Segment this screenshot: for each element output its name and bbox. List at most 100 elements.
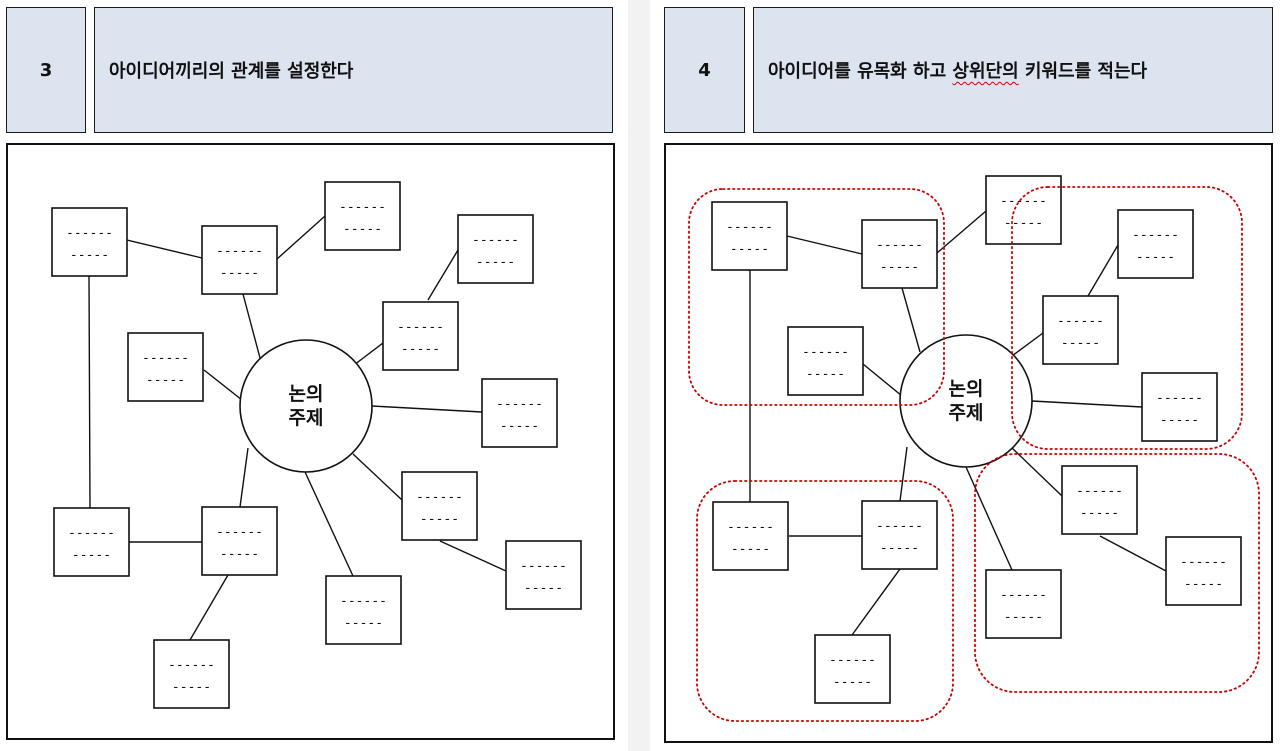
idea-card: ----------- — [401, 471, 478, 541]
idea-card: ----------- — [787, 326, 864, 396]
connector-line — [1087, 244, 1119, 297]
idea-card-placeholder: ----- — [731, 542, 770, 557]
idea-card-placeholder: ------ — [876, 519, 923, 534]
idea-card: ----------- — [861, 219, 938, 289]
connector-line — [1011, 332, 1044, 357]
idea-group-outline — [1011, 186, 1243, 450]
idea-card-placeholder: ----- — [1136, 250, 1175, 265]
idea-card-box — [382, 301, 459, 371]
idea-card: ----------- — [382, 301, 459, 371]
idea-card-box — [481, 378, 558, 448]
idea-card: ----------- — [985, 569, 1062, 639]
central-topic-label: 논의 — [949, 378, 984, 400]
step-title-label: 아이디어끼리의 관계를 설정한다 — [109, 61, 354, 82]
idea-card-placeholder: ------ — [876, 238, 923, 253]
connector-line — [242, 293, 261, 359]
idea-card-placeholder: ----- — [401, 342, 440, 357]
idea-card-placeholder: ------ — [1000, 194, 1047, 209]
idea-card-placeholder: ------ — [339, 200, 386, 215]
step-number-3: 3 — [6, 7, 86, 133]
central-topic-label: 주제 — [949, 402, 984, 424]
idea-card-box — [325, 575, 402, 645]
connector-line — [1011, 447, 1063, 497]
idea-card-placeholder: ----- — [524, 581, 563, 596]
central-topic-circle — [899, 334, 1033, 468]
idea-card-placeholder: ----- — [344, 616, 383, 631]
idea-card-placeholder: ------ — [520, 559, 567, 574]
idea-card-placeholder: ----- — [343, 222, 382, 237]
idea-card-placeholder: ----- — [500, 419, 539, 434]
idea-card-placeholder: ------ — [472, 233, 519, 248]
idea-card: ----------- — [201, 506, 278, 576]
idea-card-placeholder: ----- — [72, 548, 111, 563]
idea-card: ----------- — [1061, 465, 1138, 535]
idea-card-box — [153, 639, 230, 709]
idea-card-placeholder: ----- — [1004, 610, 1043, 625]
connector-line — [936, 210, 987, 254]
idea-card: ----------- — [1141, 372, 1218, 442]
idea-card: ----------- — [814, 634, 891, 704]
idea-card: ----------- — [1117, 209, 1194, 279]
idea-card-placeholder: ------ — [168, 658, 215, 673]
connector-line — [786, 235, 863, 255]
step-number-label: 4 — [698, 59, 711, 81]
idea-card-box — [985, 569, 1062, 639]
idea-card: ----------- — [1042, 295, 1119, 365]
connector-line — [427, 249, 459, 301]
idea-card-box — [457, 214, 534, 284]
idea-card-placeholder: ----- — [1160, 413, 1199, 428]
idea-card-box — [1061, 465, 1138, 535]
idea-card: ----------- — [127, 332, 204, 402]
idea-card-placeholder: ----- — [880, 260, 919, 275]
connector-line — [1099, 535, 1167, 572]
idea-card-placeholder: ----- — [833, 675, 872, 690]
central-topic-label: 주제 — [289, 407, 324, 429]
idea-card-box — [51, 207, 128, 277]
idea-card-placeholder: ------ — [66, 226, 113, 241]
idea-card: ----------- — [861, 500, 938, 570]
idea-card-placeholder: ------ — [496, 397, 543, 412]
idea-card-placeholder: ------ — [726, 220, 773, 235]
idea-card-placeholder: ------ — [142, 351, 189, 366]
connector-line — [88, 275, 91, 509]
idea-group-outline — [688, 188, 945, 406]
idea-group-outline — [974, 453, 1260, 693]
idea-card-box — [787, 326, 864, 396]
idea-card-placeholder: ------ — [216, 525, 263, 540]
step-number-label: 3 — [39, 59, 53, 81]
idea-card-placeholder: ----- — [220, 547, 259, 562]
connector-line — [353, 342, 384, 366]
idea-card-placeholder: ------ — [829, 653, 876, 668]
connector-line — [203, 369, 243, 401]
central-topic-label: 논의 — [289, 383, 324, 405]
connector-line — [239, 447, 249, 508]
idea-card-placeholder: ----- — [420, 512, 459, 527]
connector-line — [965, 466, 1013, 571]
connector-line — [1031, 400, 1143, 408]
connector-line — [189, 574, 229, 641]
idea-card-placeholder: ----- — [146, 373, 185, 388]
idea-card-box — [1042, 295, 1119, 365]
idea-card-placeholder: ----- — [220, 266, 259, 281]
idea-card-placeholder: ------ — [216, 244, 263, 259]
idea-card-box — [814, 634, 891, 704]
idea-card-placeholder: ----- — [1080, 506, 1119, 521]
connector-line — [304, 471, 354, 577]
idea-card: ----------- — [457, 214, 534, 284]
idea-card-box — [324, 181, 401, 251]
central-topic-circle — [239, 339, 373, 473]
step-number-4: 4 — [664, 7, 745, 133]
idea-card-placeholder: ----- — [1184, 577, 1223, 592]
connector-line — [126, 239, 203, 259]
idea-card-box — [401, 471, 478, 541]
idea-card: ----------- — [712, 501, 789, 571]
step-title-4: 아이디어를 유목화 하고 상위단의 키워드를 적는다 — [753, 7, 1273, 133]
connector-line — [276, 215, 326, 260]
connector-line — [851, 568, 901, 636]
idea-card-placeholder: ----- — [880, 541, 919, 556]
idea-card-placeholder: ------ — [1076, 484, 1123, 499]
idea-card-box — [861, 500, 938, 570]
step-title-3: 아이디어끼리의 관계를 설정한다 — [94, 7, 613, 133]
idea-card: ----------- — [51, 207, 128, 277]
